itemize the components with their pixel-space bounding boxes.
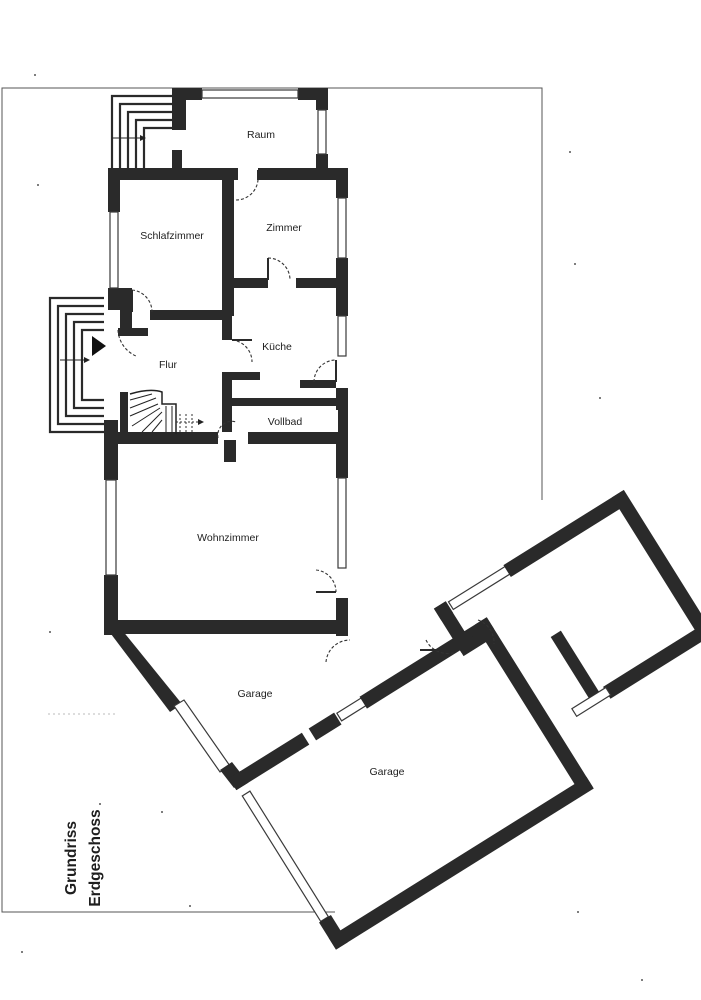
room-label-kueche: Küche [262,341,292,353]
garage-wing [108,489,701,950]
room-label-garage-1: Garage [237,688,272,700]
room-label-garage-2: Garage [369,766,404,778]
room-label-flur: Flur [159,359,178,371]
entrance-steps-top [110,94,172,168]
plan-title-line2: Erdgeschoss [87,809,104,906]
room-label-zimmer: Zimmer [266,222,302,234]
room-label-schlafzimmer: Schlafzimmer [140,230,204,242]
house-walls [104,88,348,636]
house-windows [105,89,347,576]
interior-staircase [129,389,204,434]
house-doors [117,170,351,663]
scan-specks [21,74,643,981]
room-label-raum: Raum [247,129,275,141]
property-border [1,87,543,913]
entrance-steps-left [48,296,106,434]
room-label-vollbad: Vollbad [268,416,303,428]
plan-title-line1: Grundriss [63,821,80,895]
room-label-wohnzimmer: Wohnzimmer [197,532,259,544]
